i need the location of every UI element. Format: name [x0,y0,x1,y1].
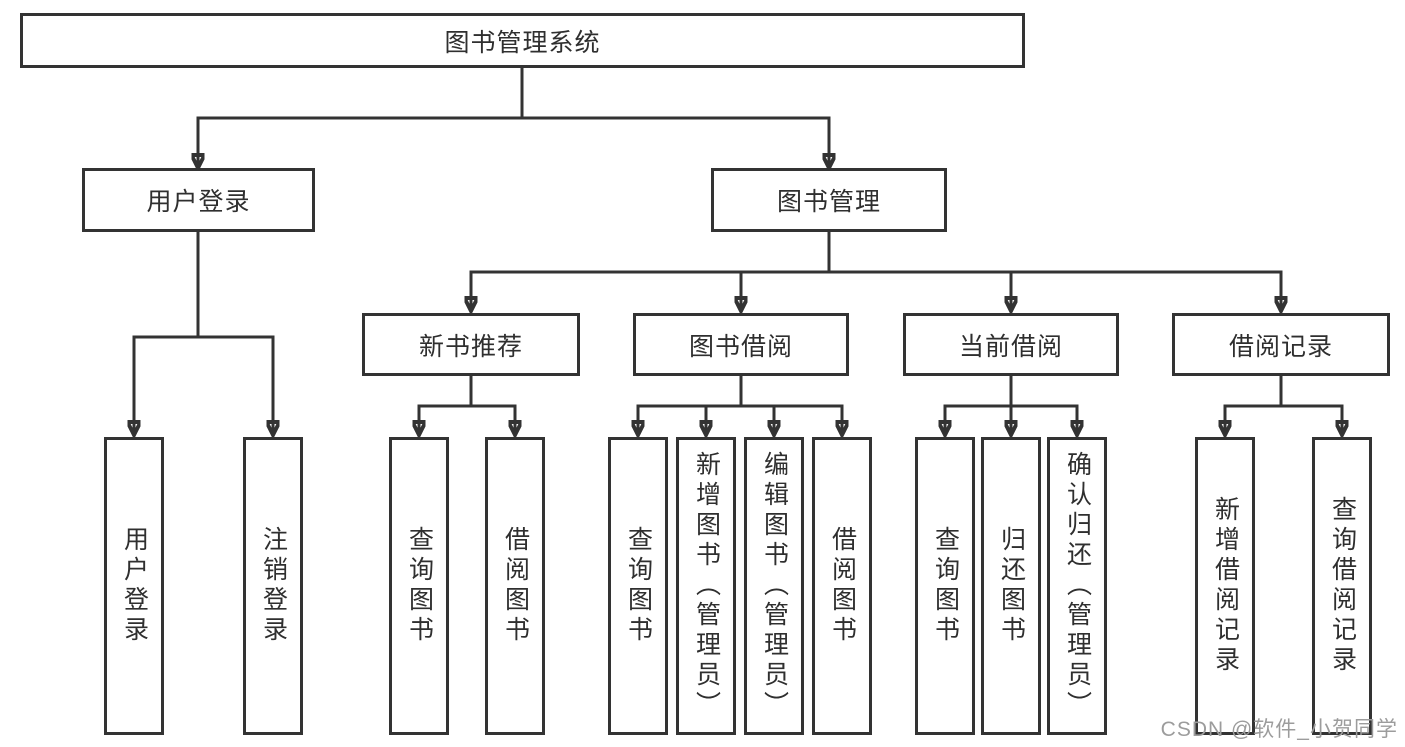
node-borrowing-records: 借阅记录 [1172,313,1390,376]
node-book-management: 图书管理 [711,168,947,232]
node-label: 新书推荐 [418,332,523,361]
node-label: 图书管理 [776,188,881,216]
trunk-book-borrowing [636,374,844,408]
leaf-recommend-borrow-books: 借阅图书 [485,437,545,735]
leaf-borrowing-borrow-books: 借阅图书 [812,437,872,735]
node-label: 注销登录 [259,526,288,646]
node-label: 查询图书 [931,526,960,646]
leaf-records-query-borrow-record: 查询借阅记录 [1312,437,1372,735]
trunk-borrowing-records [1223,374,1344,408]
node-label: 查询图书 [405,526,434,646]
leaf-current-confirm-return-admin: 确认归还（管理员） [1047,437,1107,735]
trunk-root [196,66,831,120]
node-label: 用户登录 [120,526,149,646]
node-label: 新增图书（管理员） [692,451,721,721]
node-label: 查询图书 [624,526,653,646]
node-label: 新增借阅记录 [1211,496,1240,676]
node-label: 借阅图书 [501,526,530,646]
node-root: 图书管理系统 [20,13,1025,68]
leaf-borrowing-edit-books-admin: 编辑图书（管理员） [744,437,804,735]
leaf-user-login: 用户登录 [104,437,164,735]
node-label: 借阅记录 [1228,332,1333,361]
node-current-borrowing: 当前借阅 [903,313,1119,376]
leaf-recommend-query-books: 查询图书 [389,437,449,735]
node-label: 当前借阅 [958,332,1063,361]
leaf-current-query-books: 查询图书 [915,437,975,735]
node-label: 查询借阅记录 [1328,496,1357,676]
node-label: 编辑图书（管理员） [760,451,789,721]
node-label: 归还图书 [997,526,1026,646]
trunk-user-login [132,230,275,339]
trunk-current-borrowing [943,374,1079,408]
node-label: 图书管理系统 [444,28,601,57]
leaf-borrowing-add-books-admin: 新增图书（管理员） [676,437,736,735]
node-new-book-recommend: 新书推荐 [362,313,580,376]
trunk-book-management [469,230,1283,274]
csdn-watermark: CSDN @软件_小贺同学 [1160,718,1398,741]
node-label: 用户登录 [146,188,251,216]
leaf-records-add-borrow-record: 新增借阅记录 [1195,437,1255,735]
node-label: 图书借阅 [688,332,793,361]
node-label: 借阅图书 [828,526,857,646]
leaf-logout: 注销登录 [243,437,303,735]
trunk-new-book-recommend [417,374,517,408]
node-book-borrowing: 图书借阅 [633,313,849,376]
leaf-borrowing-query-books: 查询图书 [608,437,668,735]
leaf-current-return-books: 归还图书 [981,437,1041,735]
node-label: 确认归还（管理员） [1063,451,1092,721]
node-user-login: 用户登录 [82,168,315,232]
